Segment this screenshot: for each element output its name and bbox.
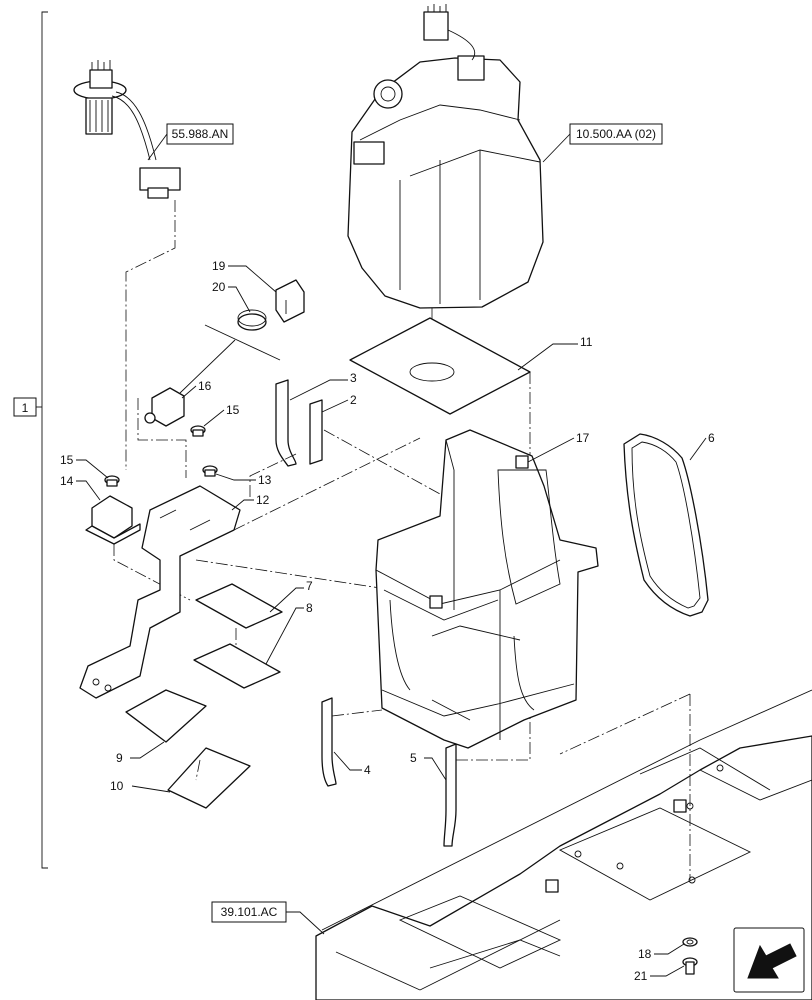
tank-housing-frame [375, 429, 599, 749]
callout-14[interactable]: 14 [60, 474, 74, 488]
callout-7[interactable]: 7 [306, 579, 313, 593]
callout-2[interactable]: 2 [350, 393, 357, 407]
callout-19[interactable]: 19 [212, 259, 226, 273]
callout-6[interactable]: 6 [708, 431, 715, 445]
machine-frame [315, 689, 812, 1000]
part-20-ring [237, 309, 267, 331]
part-9-pad [125, 689, 207, 743]
callout-18[interactable]: 18 [638, 947, 652, 961]
part-2-seal [309, 399, 323, 465]
group-bracket: 1 [13, 11, 48, 869]
part-18-washer [682, 937, 698, 947]
ref-39101ac[interactable]: 39.101.AC [221, 905, 278, 919]
callout-9[interactable]: 9 [116, 751, 123, 765]
callout-3[interactable]: 3 [350, 371, 357, 385]
callout-21[interactable]: 21 [634, 969, 648, 983]
callout-16[interactable]: 16 [198, 379, 212, 393]
part-15-bolt-a [190, 425, 206, 437]
part-12-bracket [79, 485, 241, 699]
callout-13[interactable]: 13 [258, 473, 272, 487]
part-10-pad [167, 747, 251, 809]
callout-4[interactable]: 4 [364, 763, 371, 777]
callout-11[interactable]: 11 [580, 335, 593, 349]
ref-10500aa[interactable]: 10.500.AA (02) [576, 127, 656, 141]
callout-10[interactable]: 10 [110, 779, 124, 793]
part-17-clip [515, 455, 529, 469]
part-5-seal [443, 743, 457, 847]
part-4-seal [321, 697, 337, 787]
part-19-clamp [275, 279, 305, 323]
part-16-switch [144, 387, 185, 427]
part-8-pad [193, 643, 281, 689]
part-15-bolt-b [104, 475, 120, 487]
callout-15-b[interactable]: 15 [60, 453, 74, 467]
fuel-tank [347, 4, 544, 309]
arrow-direction-icon[interactable] [733, 927, 805, 993]
part-3-seal [275, 379, 297, 467]
callout-17[interactable]: 17 [576, 431, 590, 445]
part-14-bracket [85, 495, 141, 545]
callout-12[interactable]: 12 [256, 493, 270, 507]
group-label: 1 [22, 401, 29, 415]
part-11-pad [349, 317, 531, 415]
part-13-bolt [202, 465, 218, 477]
callout-20[interactable]: 20 [212, 280, 226, 294]
part-21-bolt [682, 957, 698, 975]
part-7-pad [195, 583, 283, 629]
callout-15-a[interactable]: 15 [226, 403, 240, 417]
ref-55988an[interactable]: 55.988.AN [172, 127, 229, 141]
callout-8[interactable]: 8 [306, 601, 313, 615]
fuel-sender-assembly [73, 60, 181, 199]
callout-5[interactable]: 5 [410, 751, 417, 765]
part-6-window-seal [623, 433, 709, 617]
